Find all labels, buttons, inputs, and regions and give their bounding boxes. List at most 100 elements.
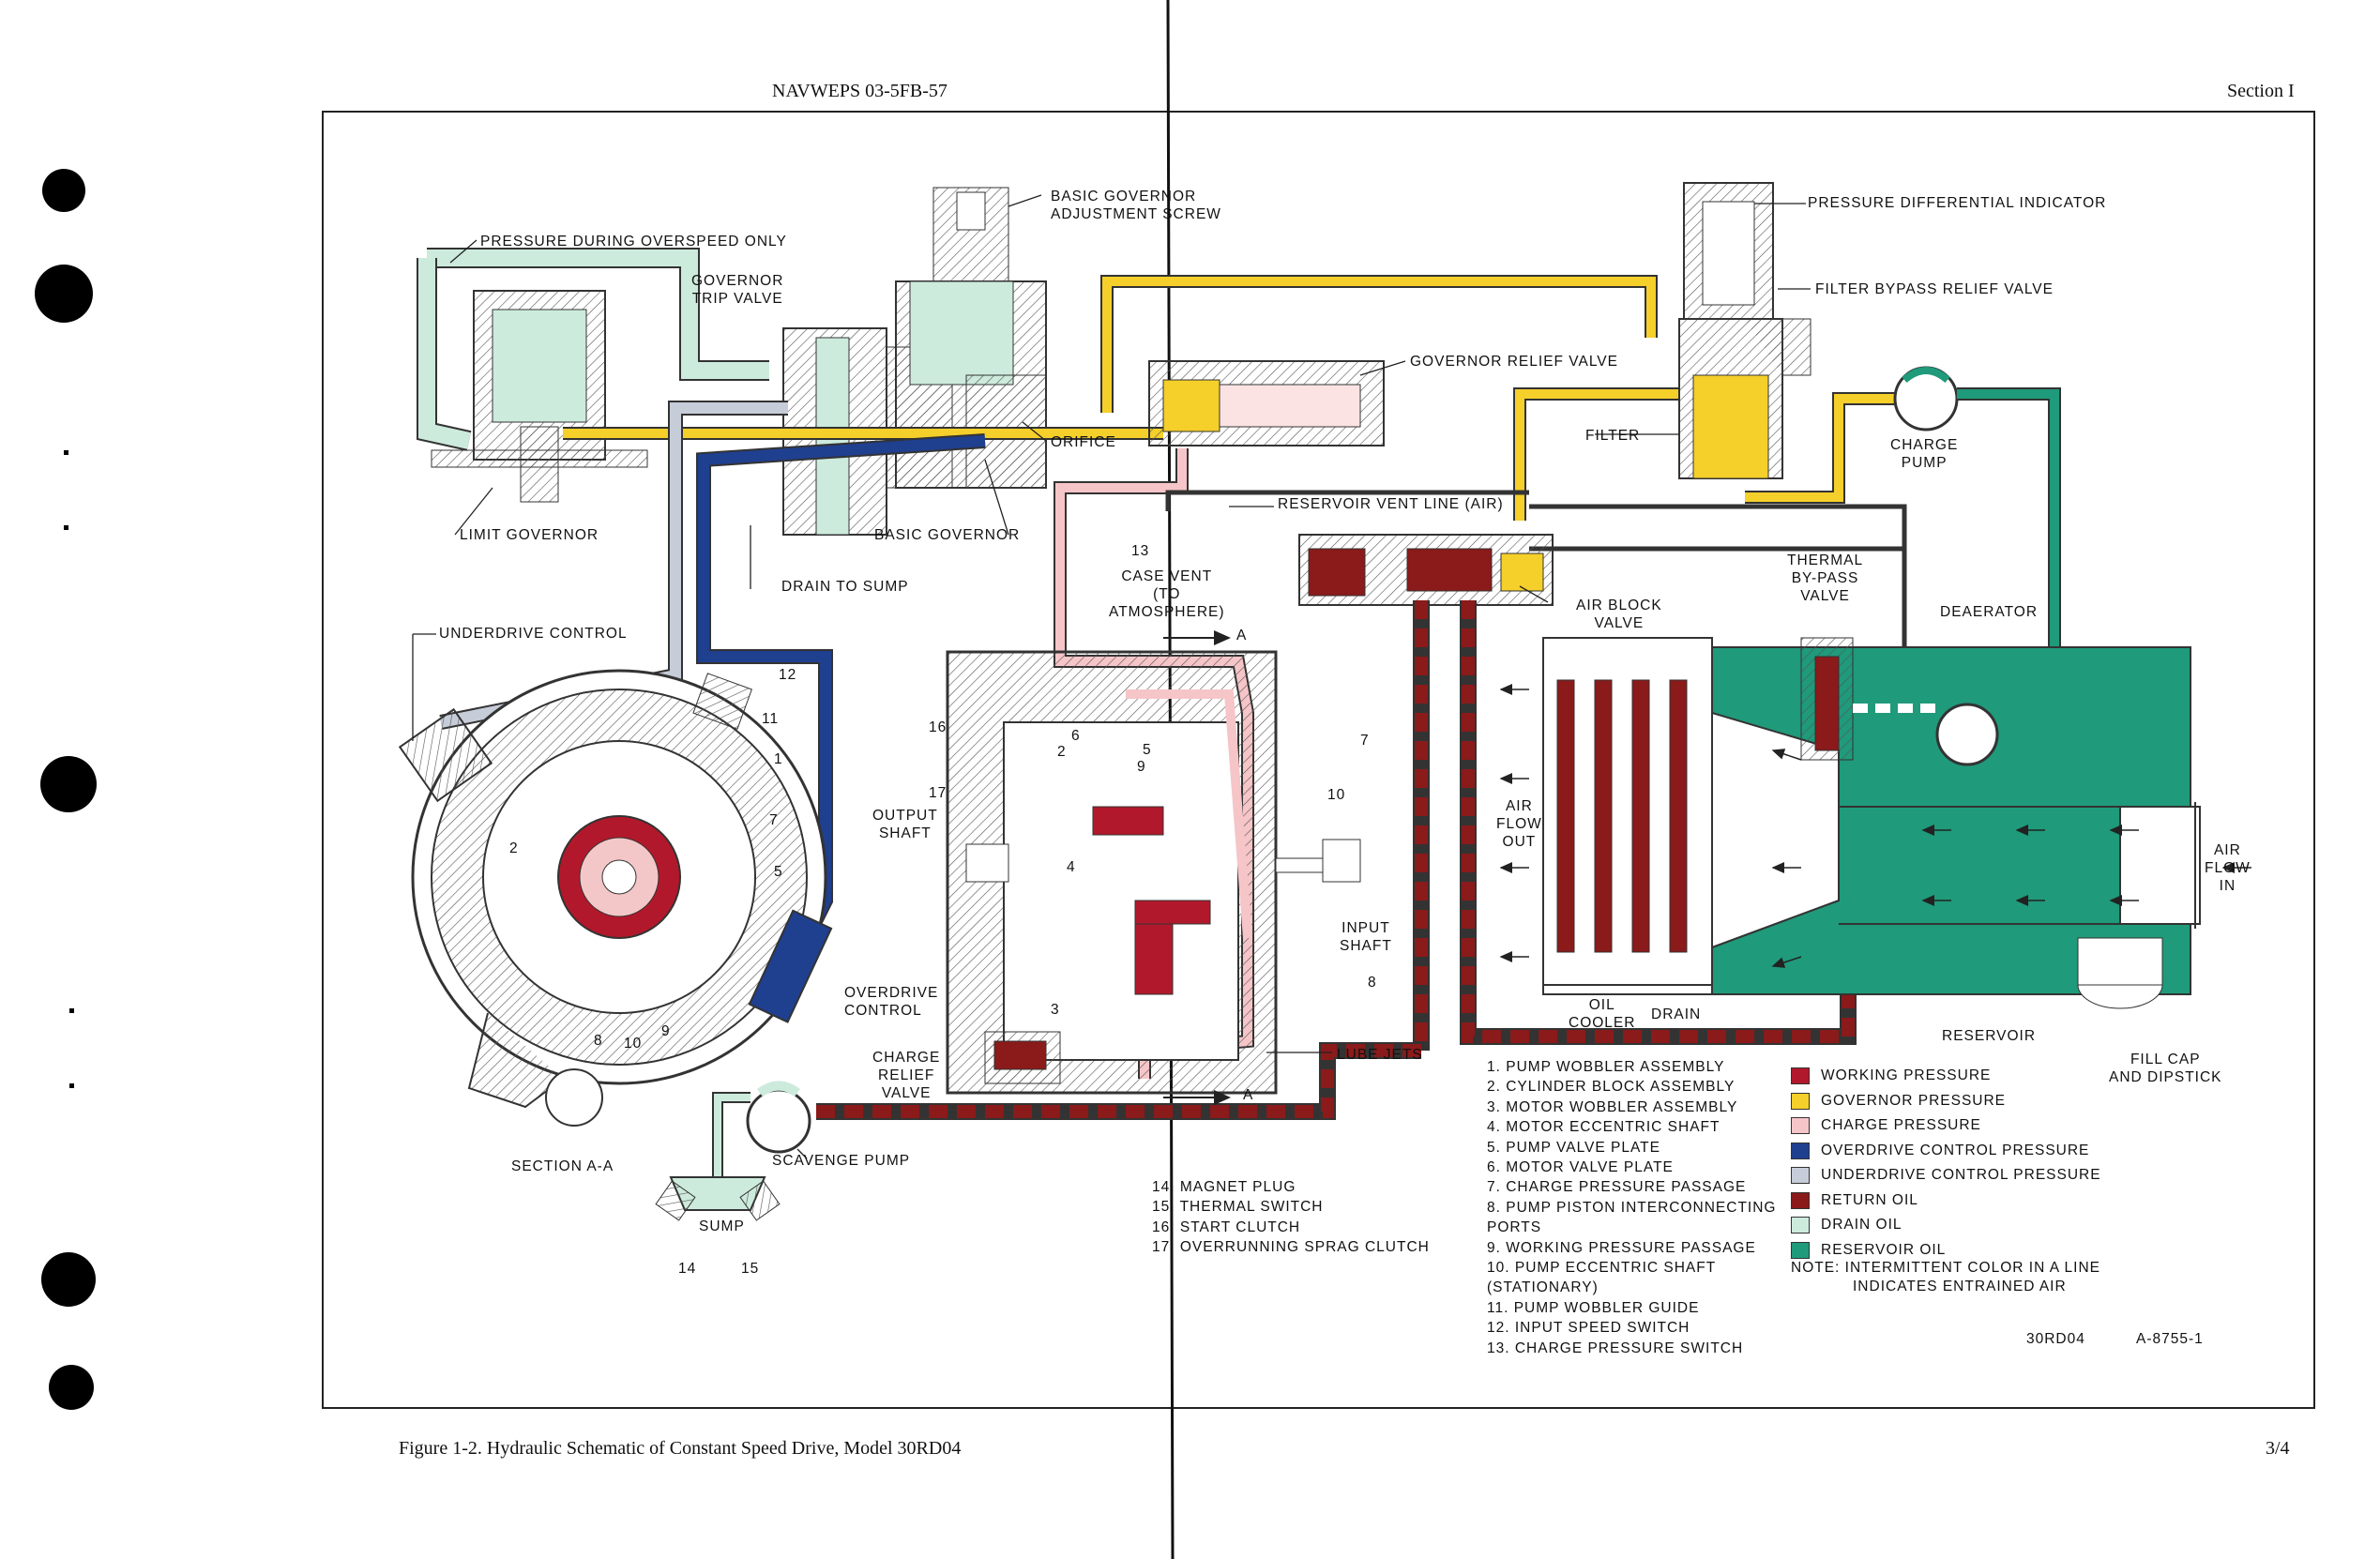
label-15: 15 bbox=[741, 1261, 760, 1277]
label-8-body: 8 bbox=[1368, 975, 1377, 991]
legend-swatch bbox=[1791, 1217, 1810, 1234]
parts-list-item: 9. WORKING PRESSURE PASSAGE bbox=[1487, 1239, 1756, 1256]
parts-list-item: 7. CHARGE PRESSURE PASSAGE bbox=[1487, 1179, 1747, 1196]
legend-row: UNDERDRIVE CONTROL PRESSURE bbox=[1791, 1163, 2101, 1188]
parts-list-item: 4. MOTOR ECCENTRIC SHAFT bbox=[1487, 1119, 1721, 1136]
drawing-number: A-8755-1 bbox=[2136, 1331, 2204, 1347]
air-flow-arrows bbox=[1499, 684, 2251, 968]
parts-list-item: 1. PUMP WOBBLER ASSEMBLY bbox=[1487, 1059, 1725, 1075]
label-17: 17 bbox=[929, 785, 947, 801]
legend-swatch bbox=[1791, 1067, 1810, 1085]
label-orifice: ORIFICE bbox=[1051, 434, 1116, 450]
legend-row: WORKING PRESSURE bbox=[1791, 1064, 2101, 1089]
label-12: 12 bbox=[779, 667, 797, 683]
drain-oil-loop bbox=[417, 248, 769, 451]
label-1: 1 bbox=[774, 751, 783, 767]
binder-hole bbox=[42, 169, 85, 212]
legend-label: DRAIN OIL bbox=[1821, 1217, 1902, 1234]
color-legend: WORKING PRESSURE GOVERNOR PRESSURE CHARG… bbox=[1791, 1064, 2101, 1263]
legend-swatch bbox=[1791, 1092, 1810, 1110]
label-5-body: 5 bbox=[1143, 742, 1152, 758]
label-pressure-overspeed: PRESSURE DURING OVERSPEED ONLY bbox=[480, 234, 787, 250]
label-8-section: 8 bbox=[594, 1033, 603, 1049]
legend-swatch bbox=[1791, 1167, 1810, 1185]
basic-governor bbox=[895, 187, 1047, 489]
label-9-section: 9 bbox=[661, 1023, 671, 1039]
section-label: Section I bbox=[2227, 81, 2295, 101]
model-code: 30RD04 bbox=[2026, 1331, 2085, 1347]
oil-cooler bbox=[1542, 637, 1726, 995]
parts-list-right: 1. PUMP WOBBLER ASSEMBLY 2. CYLINDER BLO… bbox=[1487, 1057, 1776, 1358]
label-lube-jets: LUBE JETS bbox=[1337, 1047, 1423, 1063]
legend-label: RETURN OIL bbox=[1821, 1191, 1918, 1208]
binder-hole bbox=[40, 756, 97, 812]
parts-list-item: 2. CYLINDER BLOCK ASSEMBLY bbox=[1487, 1079, 1736, 1096]
limit-governor bbox=[431, 290, 648, 503]
parts-list-item: 13. CHARGE PRESSURE SWITCH bbox=[1487, 1340, 1744, 1356]
figure-caption: Figure 1-2. Hydraulic Schematic of Const… bbox=[399, 1438, 962, 1459]
legend-row: CHARGE PRESSURE bbox=[1791, 1113, 2101, 1139]
label-6-body: 6 bbox=[1071, 728, 1081, 744]
governor-pressure-lines bbox=[563, 275, 1900, 521]
label-reservoir: RESERVOIR bbox=[1942, 1028, 2037, 1044]
label-reservoir-vent-line: RESERVOIR VENT LINE (AIR) bbox=[1278, 496, 1504, 512]
parts-list-item: 12. INPUT SPEED SWITCH bbox=[1487, 1320, 1690, 1337]
page-mark bbox=[69, 1008, 74, 1013]
parts-list-item: 8. PUMP PISTON INTERCONNECTING bbox=[1487, 1199, 1777, 1216]
filter-assembly bbox=[1678, 182, 1812, 479]
legend-row: GOVERNOR PRESSURE bbox=[1791, 1089, 2101, 1114]
air-block-valve bbox=[1298, 534, 1554, 606]
label-10-body: 10 bbox=[1327, 787, 1346, 803]
label-underdrive-control: UNDERDRIVE CONTROL bbox=[439, 626, 628, 642]
parts-list-item: 15. THERMAL SWITCH bbox=[1152, 1199, 1324, 1216]
label-16: 16 bbox=[929, 719, 947, 735]
page-mark bbox=[69, 1083, 74, 1088]
label-7-section: 7 bbox=[769, 812, 779, 828]
parts-list-item: 11. PUMP WOBBLER GUIDE bbox=[1487, 1299, 1700, 1316]
label-section-a-a: SECTION A-A bbox=[511, 1158, 614, 1174]
label-drain-to-sump: DRAIN TO SUMP bbox=[781, 579, 909, 595]
parts-list-item: 17. OVERRUNNING SPRAG CLUTCH bbox=[1152, 1239, 1430, 1256]
transmission-body bbox=[946, 650, 1361, 1095]
parts-list-item: 16. START CLUTCH bbox=[1152, 1218, 1301, 1235]
parts-list-item: 14. MAGNET PLUG bbox=[1152, 1179, 1296, 1195]
label-filter: FILTER bbox=[1585, 428, 1641, 444]
label-basic-governor: BASIC GOVERNOR bbox=[874, 527, 1021, 543]
legend-note: NOTE: INTERMITTENT COLOR IN A LINE INDIC… bbox=[1791, 1260, 2100, 1294]
label-sump: SUMP bbox=[699, 1218, 745, 1234]
binder-hole bbox=[49, 1365, 94, 1410]
legend-row: OVERDRIVE CONTROL PRESSURE bbox=[1791, 1139, 2101, 1164]
label-pressure-differential-indicator: PRESSURE DIFFERENTIAL INDICATOR bbox=[1808, 195, 2107, 211]
legend-swatch bbox=[1791, 1142, 1810, 1159]
reservoir bbox=[1711, 637, 2191, 1009]
label-limit-governor: LIMIT GOVERNOR bbox=[460, 527, 599, 543]
parts-list-item: (STATIONARY) bbox=[1487, 1279, 1599, 1296]
label-10-section: 10 bbox=[624, 1036, 643, 1052]
label-7-body: 7 bbox=[1360, 733, 1370, 749]
label-a-top: A bbox=[1236, 628, 1248, 643]
document-number: NAVWEPS 03-5FB-57 bbox=[772, 81, 947, 101]
legend-label: GOVERNOR PRESSURE bbox=[1821, 1092, 2007, 1109]
label-2-body: 2 bbox=[1057, 744, 1067, 760]
parts-list-left: 14. MAGNET PLUG 15. THERMAL SWITCH 16. S… bbox=[1152, 1177, 1430, 1258]
label-scavenge-pump: SCAVENGE PUMP bbox=[772, 1153, 911, 1169]
air-duct bbox=[1839, 802, 2201, 929]
label-deaerator: DEAERATOR bbox=[1940, 604, 2039, 620]
legend-swatch bbox=[1791, 1241, 1810, 1259]
label-9-body: 9 bbox=[1137, 759, 1146, 775]
page-mark bbox=[64, 450, 68, 455]
scavenge-pump bbox=[712, 1081, 811, 1182]
label-5-section: 5 bbox=[774, 864, 783, 880]
parts-list-item: 3. MOTOR WOBBLER ASSEMBLY bbox=[1487, 1098, 1738, 1115]
